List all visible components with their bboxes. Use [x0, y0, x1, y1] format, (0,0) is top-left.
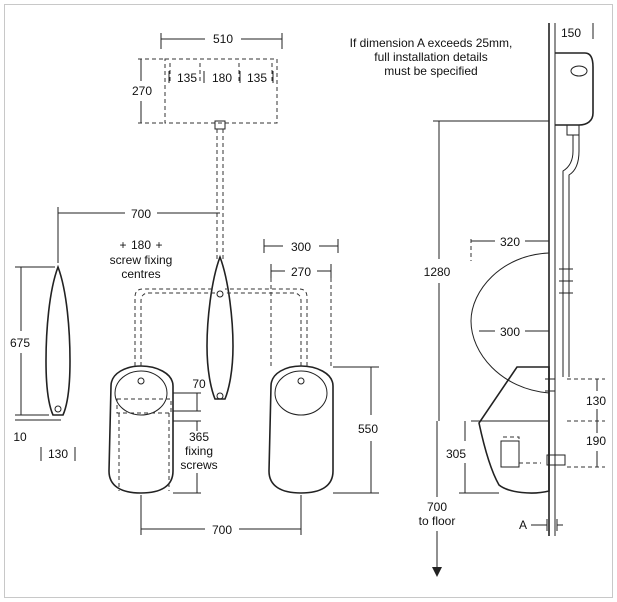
dim-side-130: 130	[586, 394, 606, 408]
side-305-dim: 305	[446, 421, 499, 494]
dim-cistern-height: 270	[132, 84, 152, 98]
dim-divider-height: 675	[10, 336, 30, 350]
dim-bowl-width: 300	[291, 240, 311, 254]
divider-spacing-dim: 700	[57, 207, 220, 263]
side-cistern	[555, 52, 594, 377]
side-bowl	[471, 366, 566, 494]
dim-side-height: 1280	[424, 265, 451, 279]
note-line2: full installation details	[374, 50, 487, 64]
dim-divider-width: 130	[48, 447, 68, 461]
fixing-line1: fixing	[185, 444, 213, 458]
dim-cistern-width: 510	[213, 32, 233, 46]
screw-fixing-dim: 180 + + screw fixing centres	[110, 238, 173, 281]
bowl-left	[108, 288, 215, 494]
dim-divider-base: 10	[13, 430, 27, 444]
cistern-spacing-dims: 135 180 135	[168, 71, 274, 85]
dim-spacing-mid: 180	[212, 71, 232, 85]
side-total-height-dim: 1280	[424, 120, 549, 421]
dim-side-305: 305	[446, 447, 466, 461]
side-wall	[548, 23, 556, 536]
dim-spacing-left: 135	[177, 71, 197, 85]
floor-dim: 700 to floor	[419, 421, 456, 577]
dim-bowl-inner: 270	[291, 265, 311, 279]
dim-a: A	[519, 518, 563, 532]
technical-drawing: 510 135 180 135 270 675 10 130 700	[10, 23, 606, 577]
dim-side-outer: 320	[500, 235, 520, 249]
cistern-height-dim: 270	[132, 59, 152, 123]
fixing-screws-dim: 365 fixing screws	[173, 420, 218, 494]
dim-side-top: 150	[561, 26, 581, 40]
dim-bowl-spacing: 700	[212, 523, 232, 537]
bowl-right	[225, 288, 334, 494]
dim-side-inner: 300	[500, 325, 520, 339]
note-line1: If dimension A exceeds 25mm,	[350, 36, 513, 50]
dim-bowl-height: 550	[358, 422, 378, 436]
bowl-spacing-dim: 700	[140, 495, 302, 537]
note-line3: must be specified	[384, 64, 477, 78]
arrow-down-icon	[432, 567, 442, 577]
drawing-frame: 510 135 180 135 270 675 10 130 700	[4, 4, 613, 598]
dim-screw-offset: 70	[192, 377, 206, 391]
dim-a-label: A	[519, 518, 527, 532]
bowl-height-dim: 550	[333, 366, 379, 494]
side-top-dim: 150	[548, 23, 594, 40]
side-130-dim: 130	[567, 378, 606, 422]
svg-text:+: +	[119, 238, 126, 252]
dim-fixing-height: 365	[189, 430, 209, 444]
svg-text:+: +	[155, 238, 162, 252]
dim-side-190: 190	[586, 434, 606, 448]
dim-divider-spacing: 700	[131, 207, 151, 221]
dim-screw-fixing: 180	[131, 238, 151, 252]
divider-width-dim: 130	[40, 447, 76, 461]
side-190-dim: 190	[567, 421, 606, 468]
divider-left	[45, 264, 71, 416]
screw-fixing-line2: centres	[121, 267, 160, 281]
dim-spacing-right: 135	[247, 71, 267, 85]
cistern-front	[138, 58, 278, 259]
cistern-width-dim: 510	[160, 32, 283, 49]
screw-fixing-line1: screw fixing	[110, 253, 173, 267]
floor-value: 700	[427, 500, 447, 514]
installation-note: If dimension A exceeds 25mm, full instal…	[350, 36, 513, 78]
divider-centre	[206, 254, 234, 400]
bowl-width-dims: 300 270	[263, 239, 339, 366]
side-divider-profile	[470, 239, 550, 394]
side-depth-dims: 320 300	[471, 235, 549, 339]
divider-height-dim: 675 10	[10, 266, 61, 444]
floor-text: to floor	[419, 514, 456, 528]
screw-offset-dim: 70	[173, 377, 206, 412]
fixing-line2: screws	[180, 458, 217, 472]
